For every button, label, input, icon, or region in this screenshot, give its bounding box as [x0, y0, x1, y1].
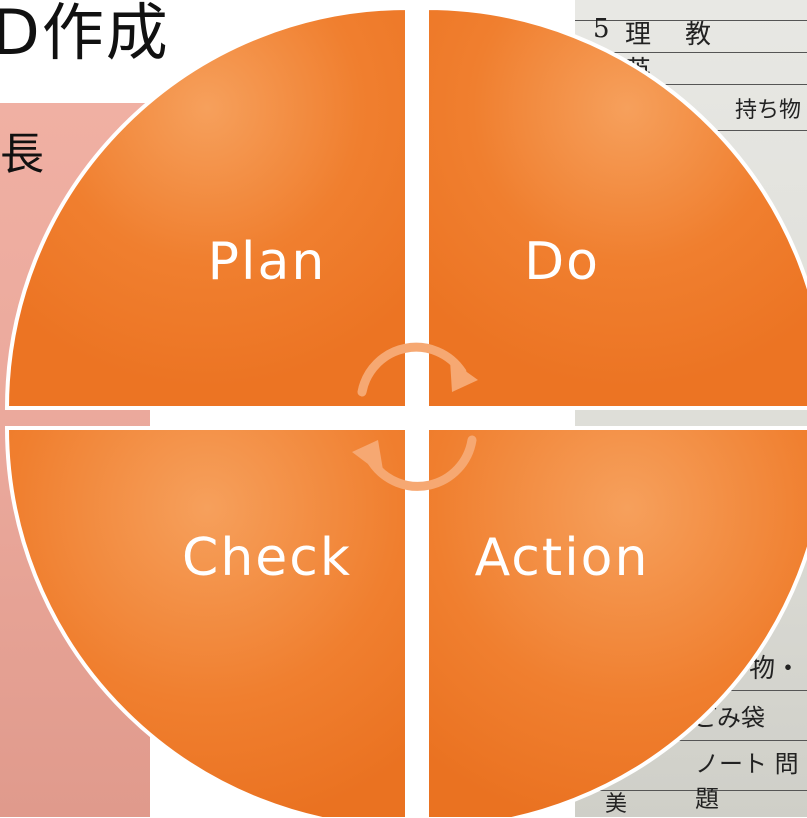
sheet-line: [575, 790, 807, 791]
page-title: D作成: [0, 0, 170, 69]
sheet-line: [575, 740, 807, 741]
action-quadrant: [425, 426, 807, 817]
sheet-line: [575, 84, 807, 85]
plan-label: Plan: [207, 232, 327, 292]
sheet-cell: ノート 問題: [695, 750, 799, 813]
plan-quadrant: [4, 5, 409, 410]
do-quadrant: [425, 5, 807, 410]
cycle-arrows-icon: [352, 342, 478, 491]
check-label: Check: [182, 528, 352, 588]
sheet-cell: 美: [605, 792, 628, 817]
sheet-cell: 持ち物: [735, 98, 802, 123]
sheet-cell: 5: [593, 14, 610, 44]
check-quadrant: [4, 426, 409, 817]
do-label: Do: [524, 232, 600, 292]
action-label: Action: [474, 528, 650, 588]
sheet-cell: 教: [685, 20, 712, 50]
sheet-line: [575, 20, 807, 21]
sheet-line: [575, 52, 807, 53]
sheet-cell: 理: [625, 20, 652, 50]
photo-left-text: 長: [0, 129, 44, 180]
